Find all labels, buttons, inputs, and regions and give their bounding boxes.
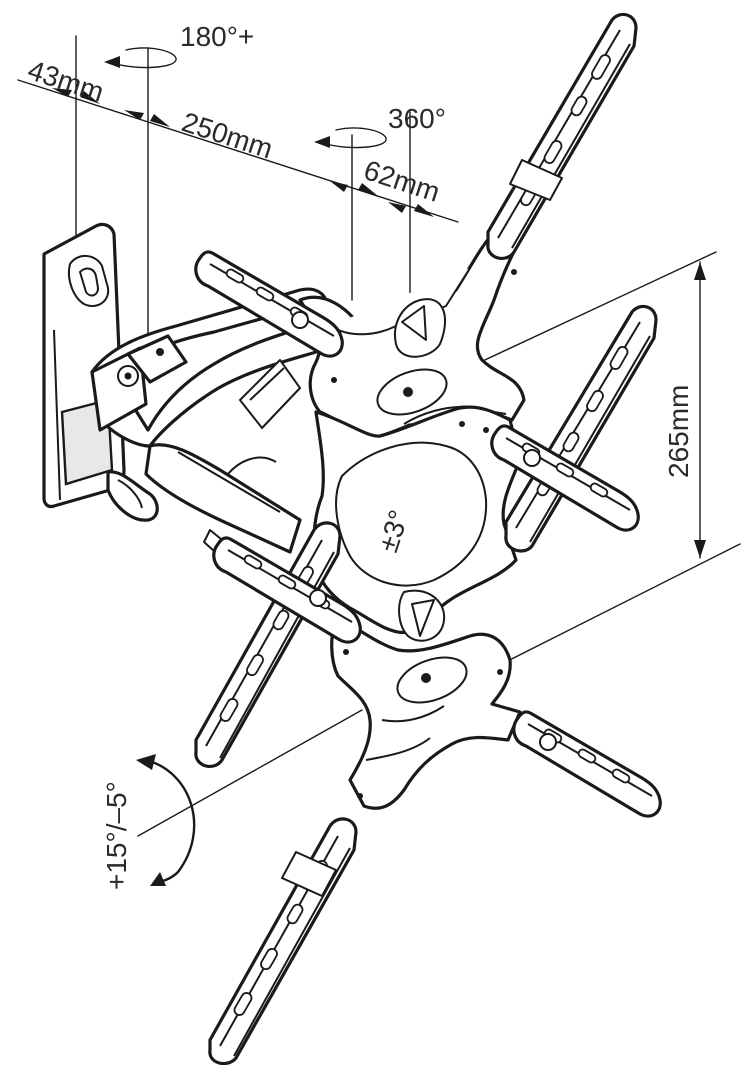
vesa-strip-lower [208, 817, 358, 1065]
vesa-frame [298, 230, 526, 810]
offset-plate-label: 62mm [360, 154, 444, 208]
tilt-label: +15°/–5° [101, 781, 132, 890]
swivel-arm-label: 180°+ [180, 21, 254, 52]
arm-length-label: 250mm [178, 106, 276, 164]
bracket-lower-left [212, 536, 362, 644]
height-label: 265mm [663, 385, 694, 478]
swing-arm [90, 287, 329, 561]
vesa-strip-upper [486, 12, 638, 261]
offset-wall-label: 43mm [24, 54, 108, 108]
dimension-arrows [52, 88, 706, 558]
bracket-lower-right [512, 710, 662, 818]
bracket-upper-left [194, 250, 344, 358]
swivel-plate-label: 360° [388, 103, 446, 134]
bolts [291, 269, 557, 799]
vesa-strip-right [504, 304, 658, 553]
